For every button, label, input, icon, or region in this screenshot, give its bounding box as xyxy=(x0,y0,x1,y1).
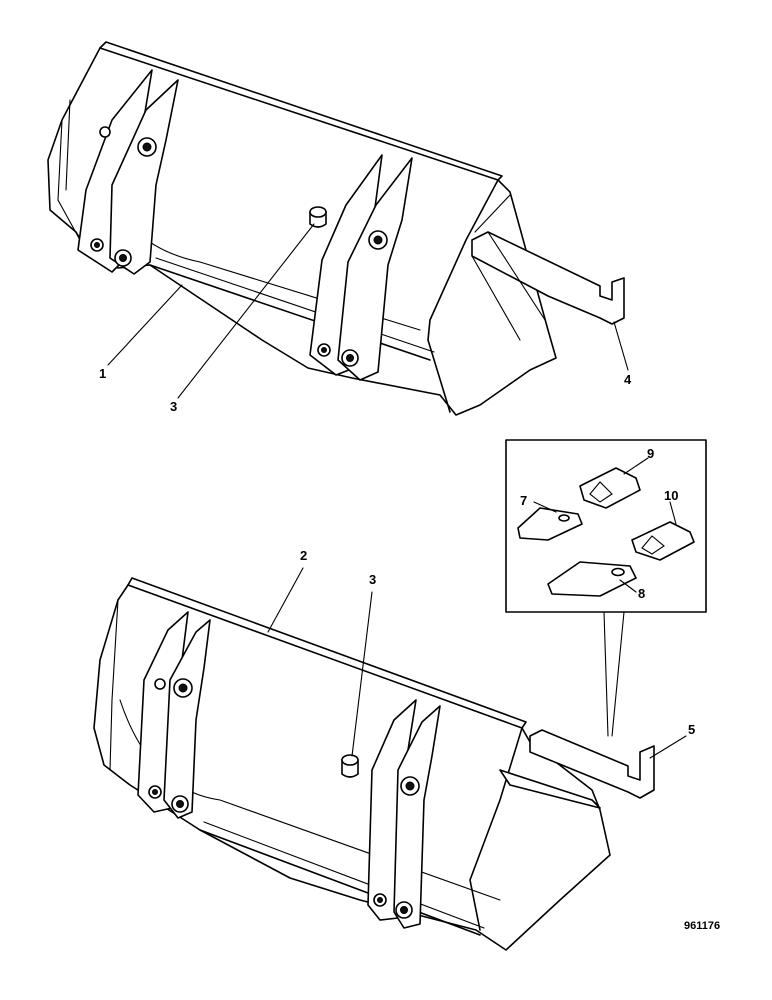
callout-8: 8 xyxy=(638,586,645,601)
callout-5: 5 xyxy=(688,722,695,737)
callout-3-lower: 3 xyxy=(369,572,376,587)
callout-7: 7 xyxy=(520,493,527,508)
upper-bucket xyxy=(47,41,625,416)
leader-lines xyxy=(107,223,687,759)
callout-10: 10 xyxy=(664,488,678,503)
callout-9: 9 xyxy=(647,446,654,461)
drawing-number: 961176 xyxy=(684,920,720,932)
callout-4: 4 xyxy=(624,372,632,387)
tooth-inset-box xyxy=(505,439,707,737)
lower-bucket xyxy=(93,577,655,951)
callout-2: 2 xyxy=(300,548,307,563)
callout-1: 1 xyxy=(99,366,106,381)
callout-3-upper: 3 xyxy=(170,399,177,414)
